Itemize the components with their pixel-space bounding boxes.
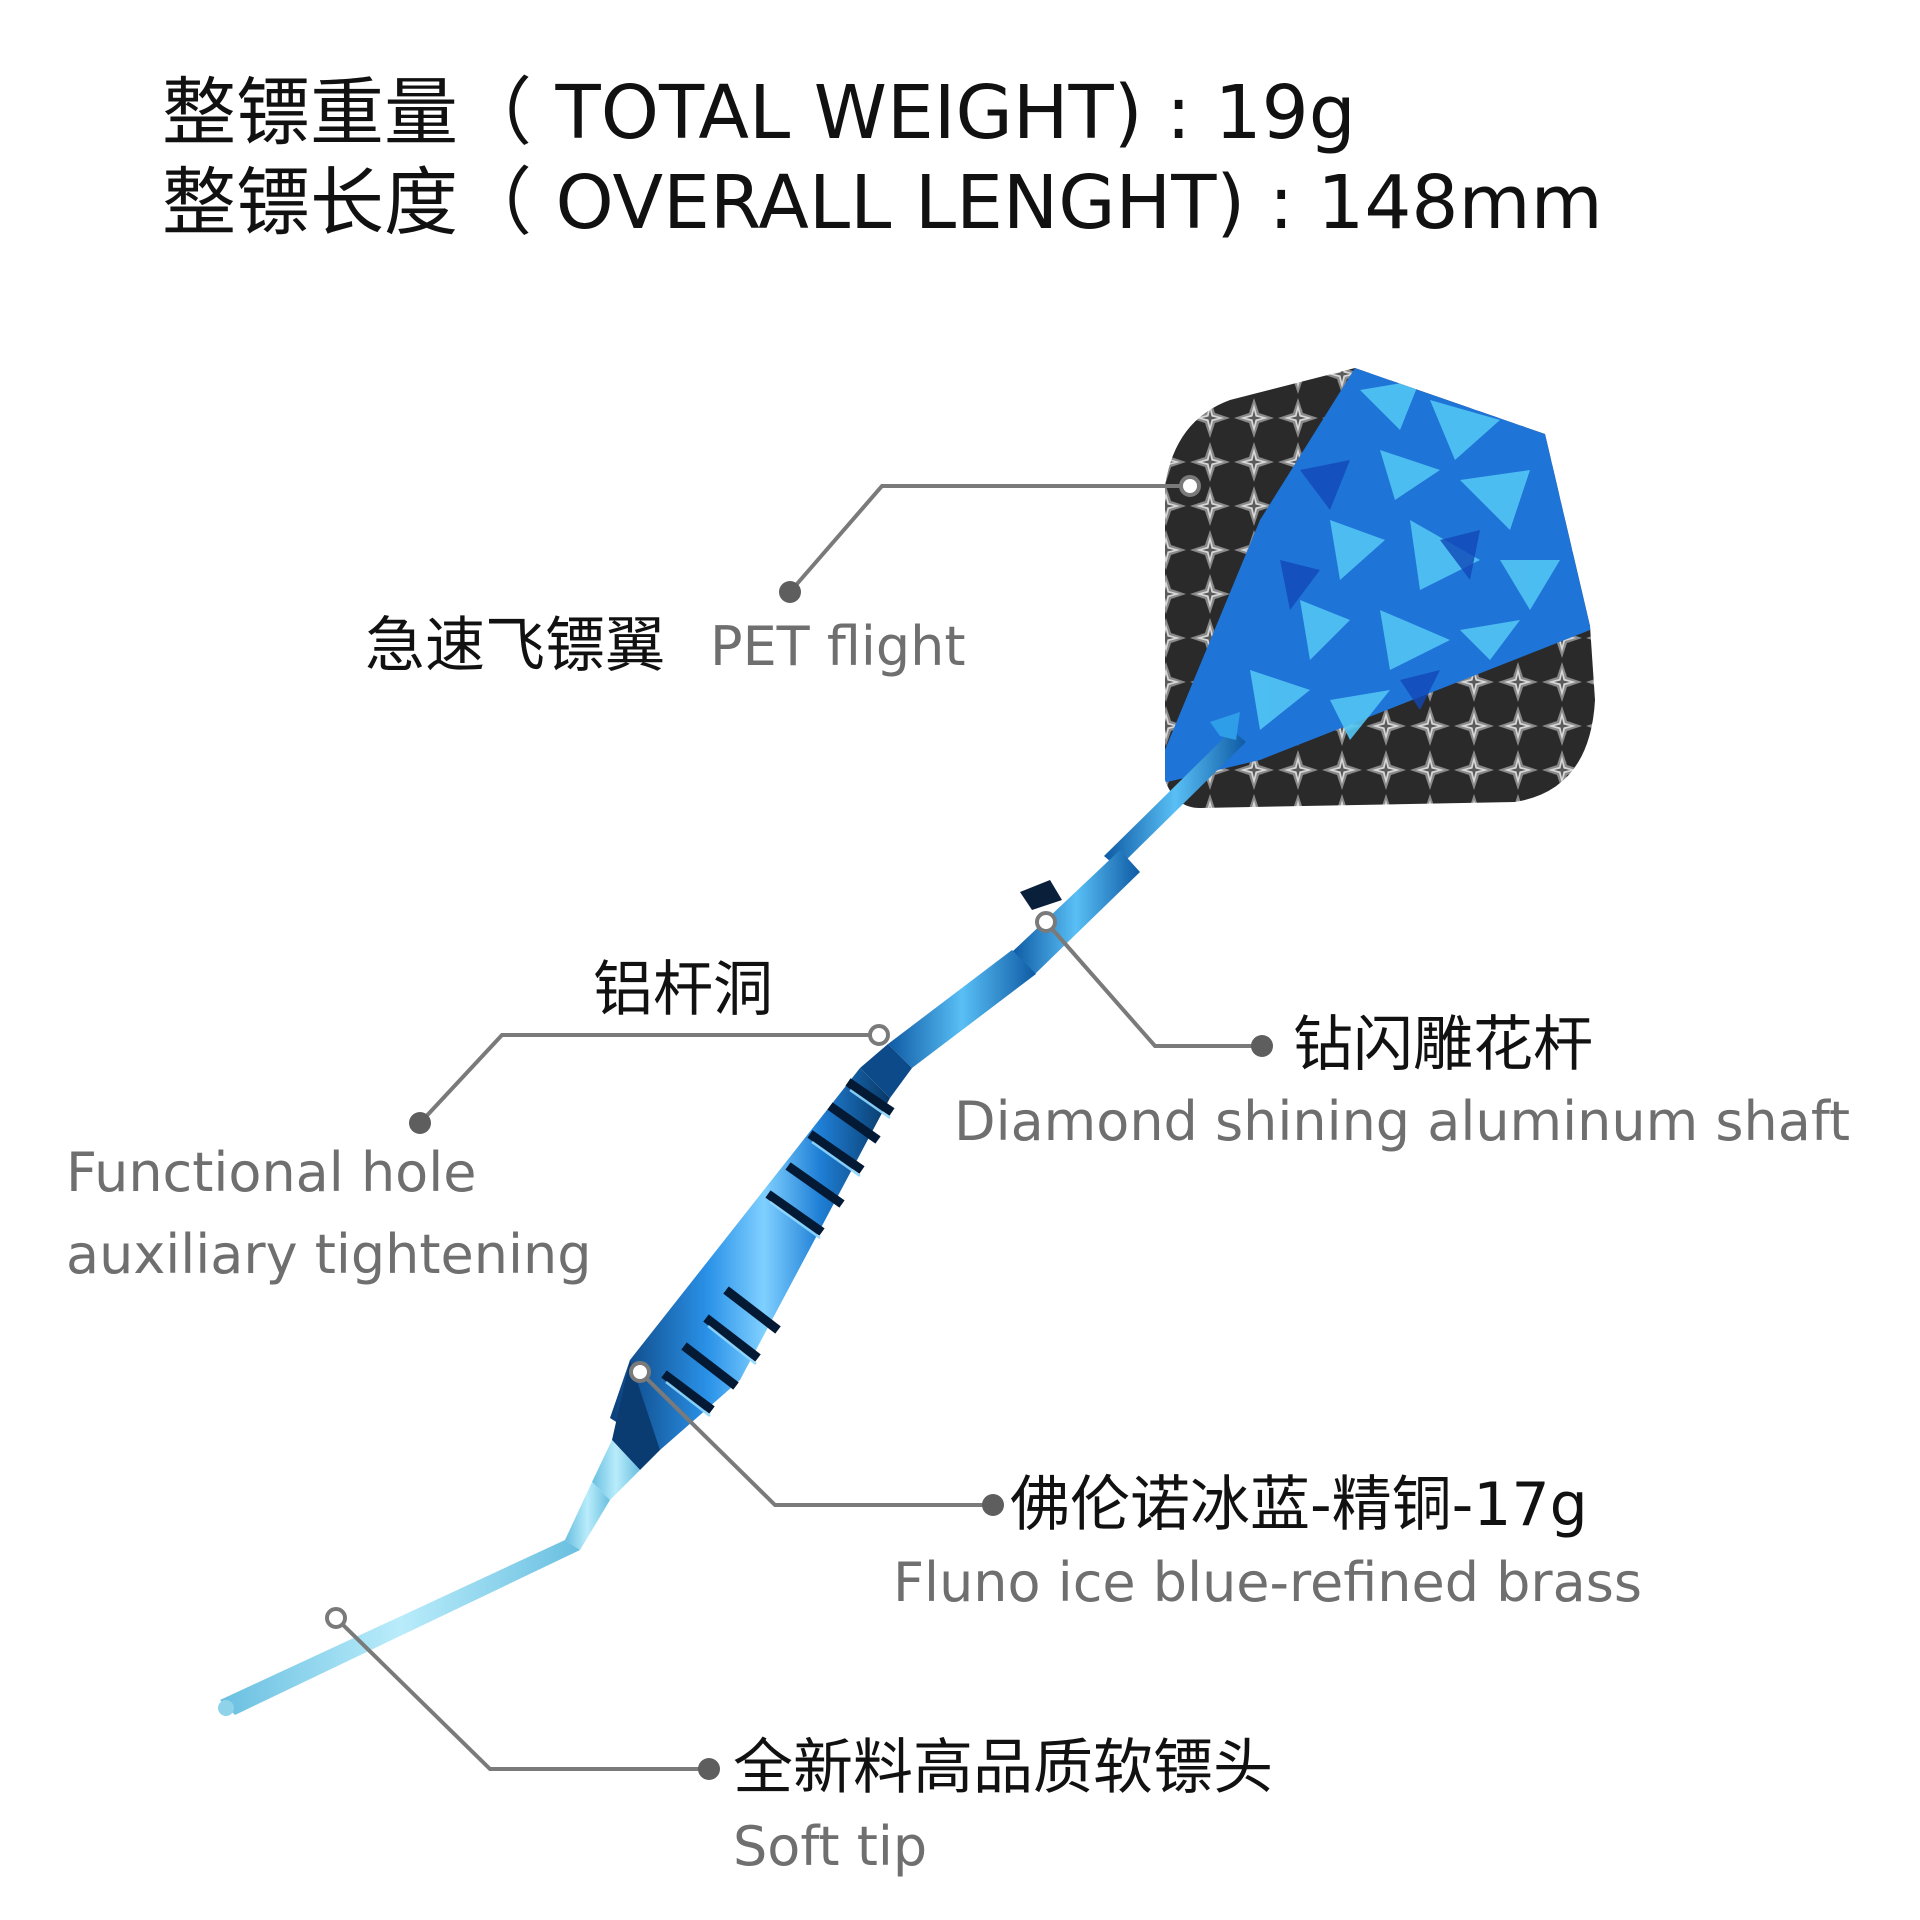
shaft	[888, 712, 1246, 1068]
barrel-leader	[638, 1370, 993, 1507]
shaft-leader	[1044, 920, 1262, 1048]
barrel-body	[610, 1068, 890, 1450]
shaft-label-cn: 钻闪雕花杆	[1293, 1010, 1593, 1080]
tip-label-en: Soft tip	[733, 1815, 928, 1878]
barrel-rings	[661, 1078, 895, 1414]
hole-label-line2: auxiliary tightening	[66, 1223, 592, 1286]
overall-length-text: 整镖长度（ OVERALL LENGHT) : 148mm	[162, 160, 1603, 246]
flight-label-cn: 急速飞镖翼	[365, 611, 665, 681]
shaft-hole-leader	[418, 1033, 879, 1125]
soft-tip	[218, 1440, 640, 1716]
flight-leader	[788, 484, 1190, 594]
leader-lines	[334, 484, 1262, 1771]
flight-label-en: PET flight	[710, 615, 966, 678]
barrel-label-cn: 佛伦诺冰蓝-精铜-17g	[1010, 1470, 1588, 1540]
total-weight-text: 整镖重量（ TOTAL WEIGHT) : 19g	[162, 70, 1356, 156]
hole-label-line1: Functional hole	[66, 1141, 477, 1204]
leader-endpoints	[325, 475, 1273, 1780]
tip-leader	[334, 1616, 709, 1771]
tip-label-cn: 全新料高品质软镖头	[733, 1733, 1273, 1803]
shaft-hole-label-cn: 铝杆洞	[593, 955, 773, 1025]
barrel-label-en: Fluno ice blue-refined brass	[893, 1551, 1642, 1614]
flight	[1165, 368, 1595, 808]
shaft-label-en: Diamond shining aluminum shaft	[954, 1090, 1851, 1153]
flight-shard-pattern	[1250, 380, 1560, 740]
barrel	[610, 1044, 912, 1470]
shaft-grooves	[942, 806, 1132, 988]
